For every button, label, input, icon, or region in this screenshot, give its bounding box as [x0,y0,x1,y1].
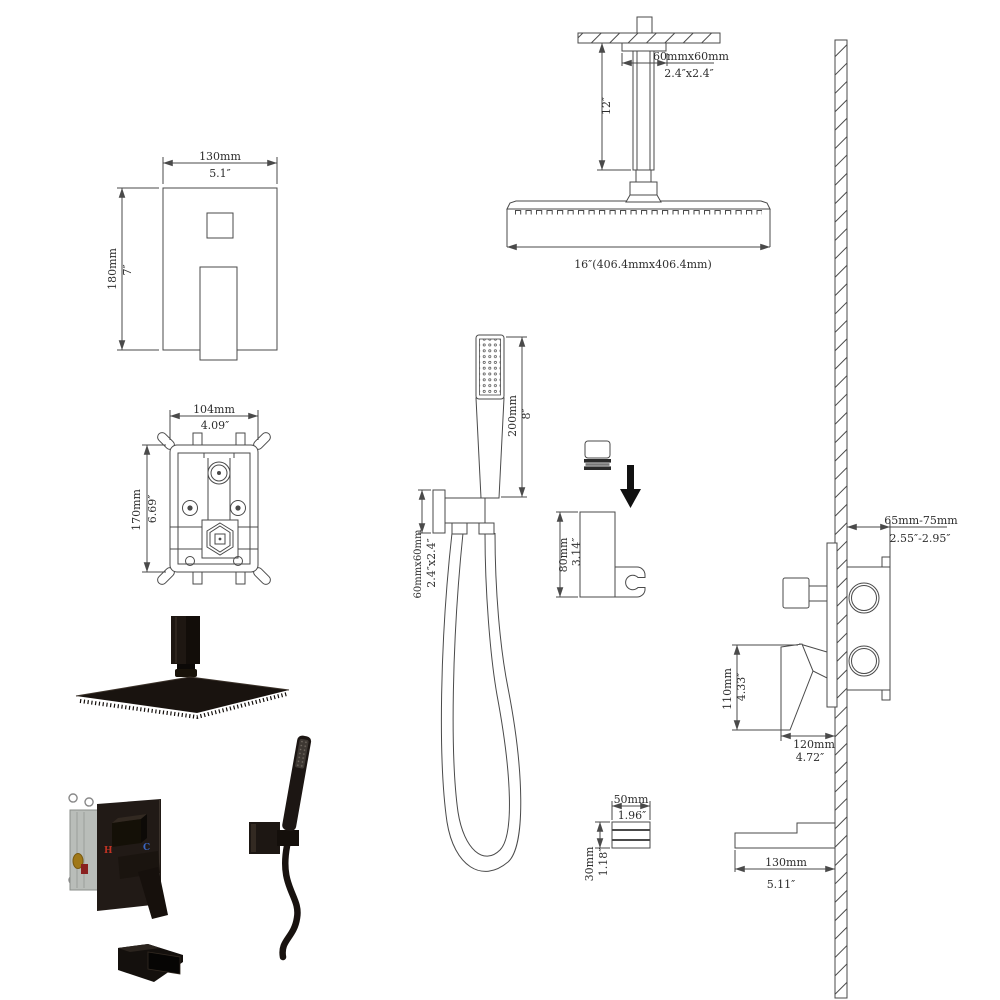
rough-height-mm-label: 170mm [130,489,143,531]
section-width-mm-label: 50mm [614,793,649,806]
valve-depth-mm-label: 65mm-75mm [884,514,958,527]
holder-height-mm-label: 80mm [557,537,570,572]
wand-length-in-label: 8″ [520,408,533,419]
section-height-in-label: 1.18″ [597,848,610,877]
down-arrow-icon [620,465,641,508]
handle-outline [199,266,238,361]
diverter-knob-outline [782,577,810,609]
wall-valve-side-drawing: 65mm-75mm 2.55″-2.95″ 110mm 4.33″ 120mm … [721,39,958,999]
holder-clip-outline [614,566,646,598]
lever-handle-render [138,867,168,919]
wall-section [834,39,848,999]
section-height-mm-label: 30mm [583,846,596,881]
elbow-size-in-label: 2.4″x2.4″ [425,538,438,587]
flange-size-mm-label: 60mmx60mm [653,50,729,63]
holder-height-in-label: 3.14″ [570,538,583,567]
valve-reach-mm-label: 120mm [793,738,835,751]
hand-shower-render [249,735,312,961]
wand-length-mm-label: 200mm [506,395,519,437]
trim-height-mm-label: 180mm [106,248,119,290]
wand-render [282,735,312,831]
wand-handle-outline [475,397,505,499]
holder-assembly-drawing: 80mm 3.14″ [556,440,646,598]
hose-render [279,842,301,961]
lever-handle-outline [780,643,814,731]
ceiling-shower-drawing: 16″(406.4mmx406.4mm) 12″ 60mmx60mm 2.4″x… [506,16,771,271]
ceiling-nut-outline [636,16,653,34]
rough-in-valve-drawing: 104mm 4.09″ 170mm 6.69″ [130,403,271,585]
holder-body-outline [579,511,616,598]
tub-spout-profile [734,822,836,849]
rough-height-in-label: 6.69″ [146,495,159,524]
trim-height-in-label: 7″ [121,264,134,275]
rain-head-size-label: 16″(406.4mmx406.4mm) [574,258,712,271]
cold-indicator-label: C [143,843,150,853]
brass-port [72,853,84,869]
hand-shower-drawing: 200mm 8″ 60mmx60mm 2.4″x2.4″ [413,334,533,872]
valve-depth-in-label: 2.55″-2.95″ [890,532,951,545]
tub-spout-drawing: 130mm 5.11″ [734,822,836,891]
tub-spout-length-mm-label: 130mm [765,856,807,869]
tub-spout-length-in-label: 5.11″ [767,878,796,891]
diverter-button-outline [206,212,234,239]
handle-height-in-label: 4.33″ [735,673,748,702]
valve-reach-in-label: 4.72″ [796,751,825,764]
trim-width-in-label: 5.1″ [209,167,231,180]
arm-length-label: 12″ [600,97,613,115]
rain-head-nozzles [514,209,762,215]
rough-in-box-render [69,809,103,891]
section-width-in-label: 1.96″ [618,809,647,822]
rain-head-render [75,616,290,720]
flange-size-in-label: 2.4″x2.4″ [664,67,713,80]
elbow-size-mm-label: 60mmx60mm [413,529,424,599]
trim-plate-side-outline [826,542,838,708]
handle-height-mm-label: 110mm [721,668,734,710]
wand-spray-face [479,338,501,396]
hot-indicator-label: H [104,846,113,856]
ceiling-section [577,32,721,44]
trim-plate-front-drawing: 130mm 5.1″ 180mm 7″ [106,150,278,361]
rough-width-mm-label: 104mm [193,403,235,416]
waterfall-spout-render [118,944,183,982]
trim-width-mm-label: 130mm [199,150,241,163]
adapter-outline [584,440,611,459]
spout-section-drawing: 50mm 1.96″ 30mm 1.18″ [583,793,651,881]
rough-width-in-label: 4.09″ [201,419,230,432]
valve-trim-render: H C [68,793,168,919]
waterfall-channel [147,951,181,975]
